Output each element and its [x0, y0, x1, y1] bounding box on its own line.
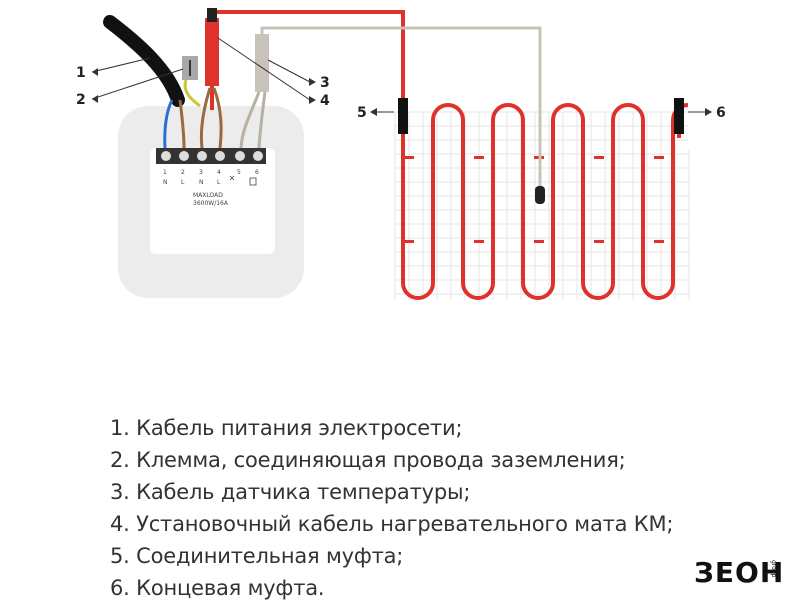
- legend-item-1: 1. Кабель питания электросети;: [110, 416, 463, 440]
- end-coupling: [674, 98, 684, 134]
- sensor-cable-sleeve: [255, 34, 269, 92]
- legend-item-6: 6. Концевая муфта.: [110, 576, 325, 600]
- sensor-symbol: [229, 175, 257, 186]
- terminal-number-1: 1: [163, 169, 167, 176]
- terminal-letter-l1: L: [181, 179, 185, 186]
- legend-item-4: 4. Установочный кабель нагревательного м…: [110, 512, 674, 536]
- cable-markers: [404, 156, 664, 243]
- terminal-rating: 3600W/16A: [193, 200, 229, 207]
- terminal-number-2: 2: [181, 169, 185, 176]
- callout-arrowheads: [92, 68, 712, 116]
- callout-label-6: 6: [716, 105, 726, 121]
- temperature-sensor: [535, 186, 545, 204]
- legend-list: 1. Кабель питания электросети; 2. Клемма…: [110, 412, 674, 604]
- legend-item-2: 2. Клемма, соединяющая провода заземлени…: [110, 448, 626, 472]
- heating-mat-mesh: [394, 111, 690, 300]
- terminal-block: [156, 148, 266, 164]
- ground-wire: [183, 79, 201, 108]
- legend-item-3: 3. Кабель датчика температуры;: [110, 480, 471, 504]
- terminal-number-3: 3: [199, 169, 203, 176]
- sensor-cable: [260, 26, 542, 190]
- terminal-letter-l2: L: [217, 179, 221, 186]
- heating-cable-serpentine: [401, 0, 705, 300]
- terminal-letter-n2: N: [199, 179, 204, 186]
- sensor-wire-a: [239, 91, 261, 149]
- terminal-number-6: 6: [255, 169, 259, 176]
- terminal-letter-n1: N: [163, 179, 168, 186]
- terminal-screws: [161, 151, 263, 161]
- terminal-number-5: 5: [237, 169, 241, 176]
- mat-wire-l: [212, 87, 223, 149]
- callout-label-2: 2: [76, 92, 86, 108]
- sensor-wire-b: [257, 91, 267, 149]
- legend-item-5: 5. Соединительная муфта;: [110, 544, 404, 568]
- brand-sub: group: [770, 560, 777, 578]
- callout-label-1: 1: [76, 65, 86, 81]
- thermostat-module: [150, 148, 275, 254]
- installation-cable-cap: [207, 8, 217, 22]
- brand-name: ЗЕОН: [694, 556, 785, 589]
- neutral-wire: [163, 99, 174, 149]
- installation-cable-sleeve: [205, 18, 219, 86]
- brand-logo: ЗЕОН group: [694, 556, 784, 590]
- connection-coupling: [398, 98, 408, 134]
- callout-label-5: 5: [357, 105, 367, 121]
- terminal-number-4: 4: [217, 169, 221, 176]
- mat-wire-n: [199, 87, 212, 149]
- power-cable: [103, 15, 185, 107]
- callout-lines: [91, 37, 706, 113]
- callout-label-4: 4: [320, 93, 330, 109]
- white-cover-right: [688, 0, 718, 150]
- terminal-model: MAXLOAD: [193, 192, 223, 199]
- phase-wire: [178, 99, 186, 149]
- callout-label-3: 3: [320, 75, 330, 91]
